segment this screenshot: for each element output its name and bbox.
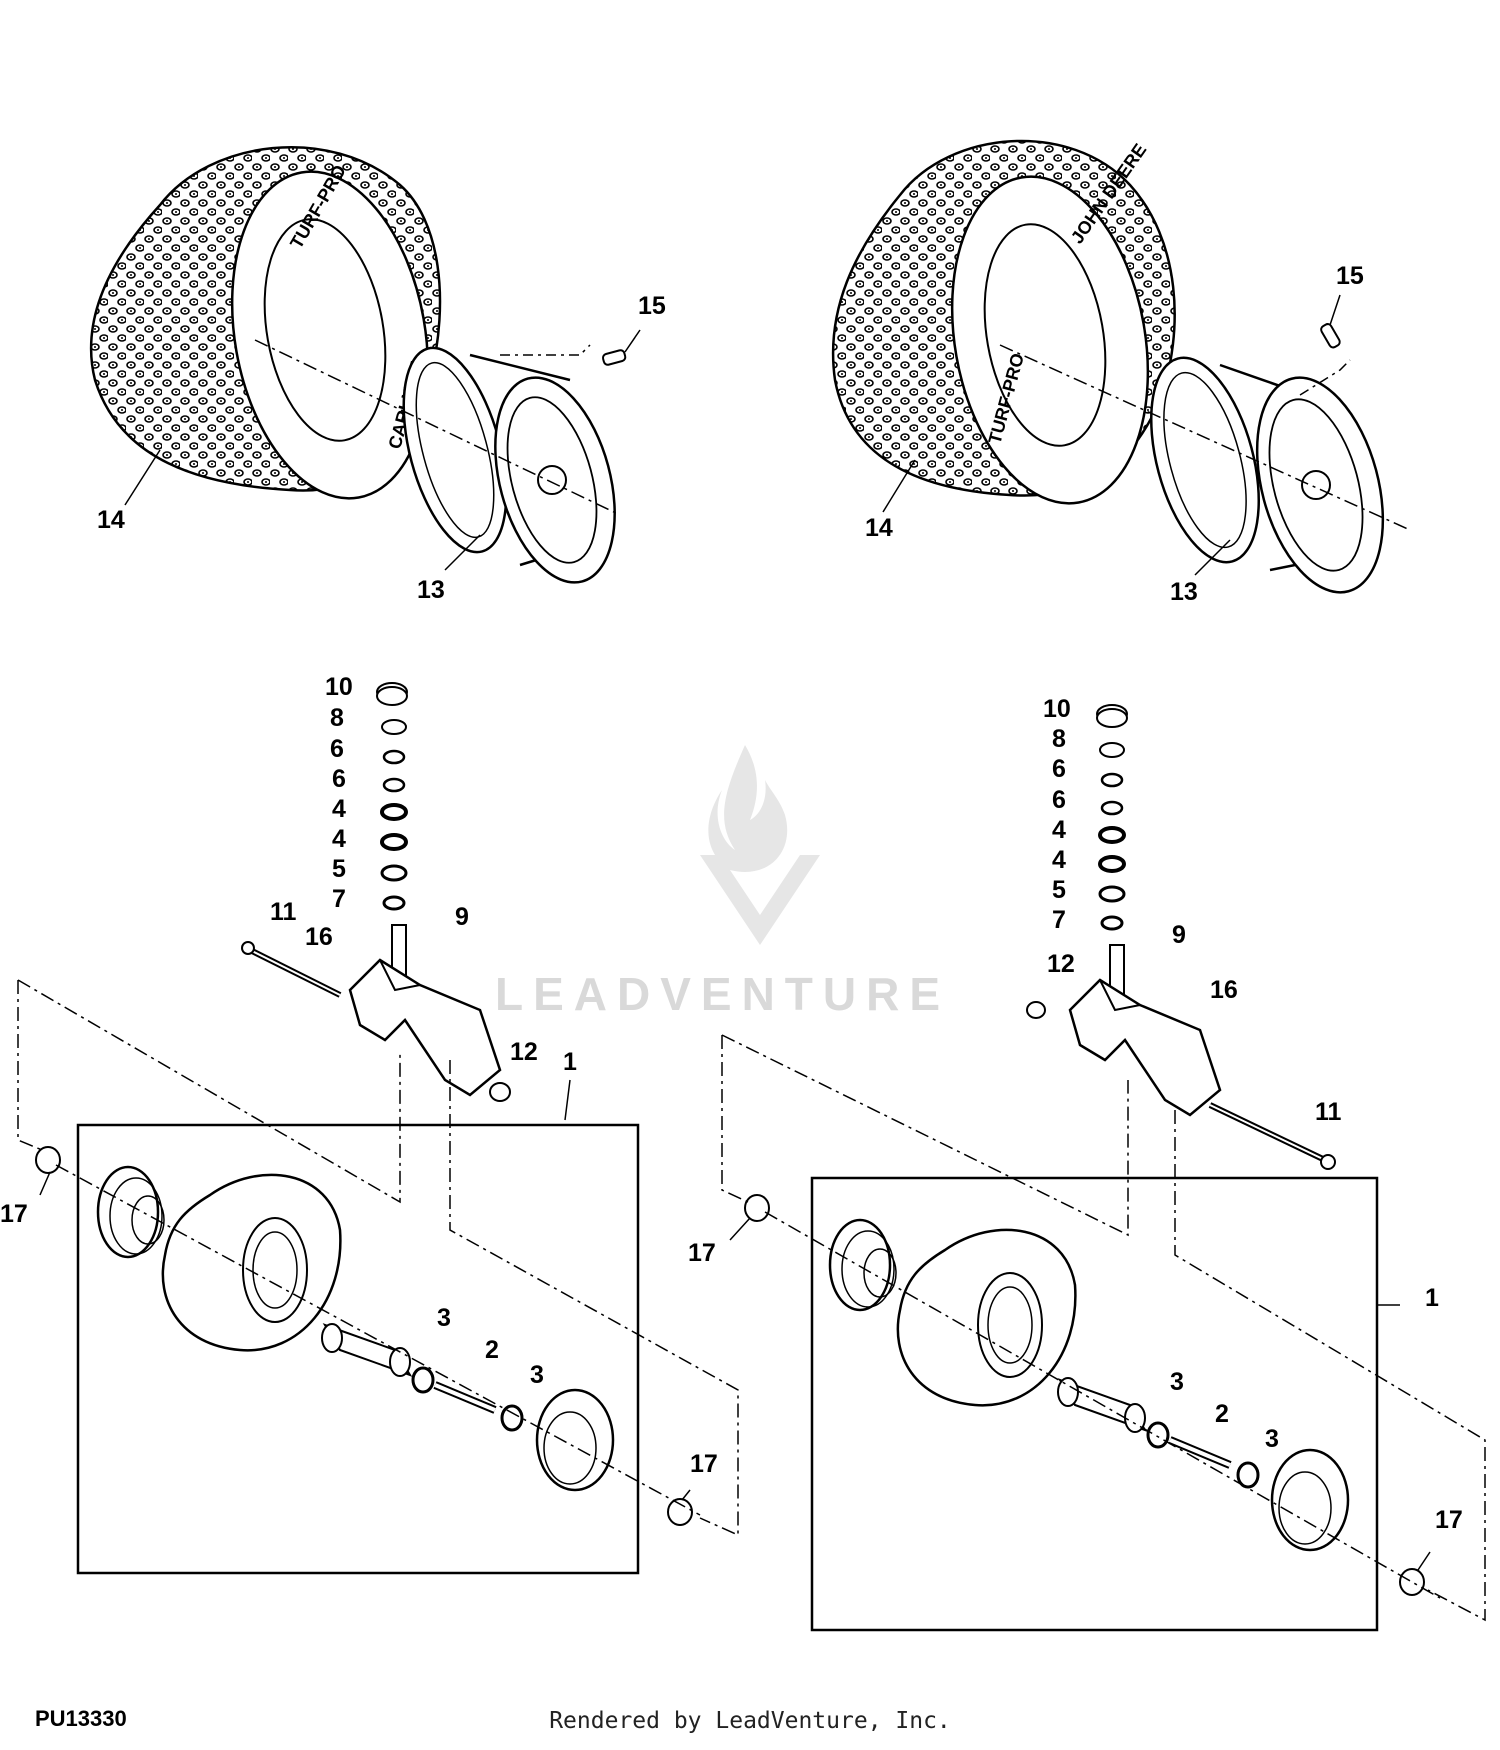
kit-box-right <box>810 1176 1379 1632</box>
valve-stem-left <box>601 349 627 366</box>
locknut-right <box>1026 1001 1046 1019</box>
watermark: LEADVENTURE <box>495 745 950 1020</box>
bolt-left <box>241 941 342 998</box>
tire-right: JOHN DEERE TURF-PRO <box>831 139 1176 505</box>
centerlines-right <box>721 1034 1486 1622</box>
watermark-text: LEADVENTURE <box>495 968 950 1020</box>
callout-12: 12 <box>510 1038 538 1066</box>
tire-left: TURF-PRO CARLISLE <box>89 145 442 500</box>
callout-12: 12 <box>1047 950 1075 978</box>
callout-9: 9 <box>1172 921 1186 949</box>
spindle-stack-left <box>376 682 408 986</box>
callout-5: 5 <box>1052 876 1066 904</box>
callout-4: 4 <box>1052 816 1066 844</box>
callout-4: 4 <box>332 795 346 823</box>
locknut-left <box>489 1082 511 1102</box>
callout-2: 2 <box>1215 1400 1229 1428</box>
callout-17: 17 <box>690 1450 718 1478</box>
valve-stem-right <box>1320 323 1341 349</box>
callout-13: 13 <box>1170 578 1198 606</box>
callout-16: 16 <box>1210 976 1238 1004</box>
bolt-right <box>1208 1102 1336 1170</box>
callout-16: 16 <box>305 923 333 951</box>
callout-4: 4 <box>332 825 346 853</box>
spacer-right-17 <box>744 1194 1425 1596</box>
callout-6: 6 <box>330 735 344 763</box>
footer-credit: Rendered by LeadVenture, Inc. <box>549 1708 951 1734</box>
centerlines-left <box>17 979 739 1537</box>
callout-14: 14 <box>97 506 125 534</box>
callout-4: 4 <box>1052 846 1066 874</box>
callout-15: 15 <box>1336 262 1364 290</box>
callout-7: 7 <box>332 885 346 913</box>
flame-logo-icon <box>708 745 788 872</box>
caster-wheel-left <box>96 1165 615 1492</box>
callout-1: 1 <box>1425 1284 1439 1312</box>
callout-7: 7 <box>1052 906 1066 934</box>
callout-14: 14 <box>865 514 893 542</box>
caster-yoke-right <box>1068 978 1222 1117</box>
callout-6: 6 <box>332 765 346 793</box>
figure-id: PU13330 <box>35 1706 127 1731</box>
rim-right <box>1150 356 1385 594</box>
callout-17: 17 <box>0 1200 28 1228</box>
callout-17: 17 <box>688 1239 716 1267</box>
callout-6: 6 <box>1052 755 1066 783</box>
callout-1: 1 <box>563 1048 577 1076</box>
callout-5: 5 <box>332 855 346 883</box>
callout-11: 11 <box>270 898 297 926</box>
caster-wheel-right <box>828 1218 1350 1552</box>
caster-yoke-left <box>348 958 502 1097</box>
callout-9: 9 <box>455 903 469 931</box>
callout-17: 17 <box>1435 1506 1463 1534</box>
callout-10: 10 <box>1043 695 1071 723</box>
spindle-stack-right <box>1096 704 1128 1006</box>
leader-lines <box>39 294 1431 1571</box>
callout-11: 11 <box>1315 1098 1342 1126</box>
callout-2: 2 <box>485 1336 499 1364</box>
callout-15: 15 <box>638 292 666 320</box>
kit-box-left <box>76 1123 640 1575</box>
callout-8: 8 <box>330 704 344 732</box>
callout-13: 13 <box>417 576 445 604</box>
callout-3: 3 <box>437 1304 451 1332</box>
rim-left <box>402 346 616 584</box>
callout-6: 6 <box>1052 786 1066 814</box>
callout-3: 3 <box>1170 1368 1184 1396</box>
callout-8: 8 <box>1052 725 1066 753</box>
spacer-left-17 <box>35 1146 693 1526</box>
callout-3: 3 <box>1265 1425 1279 1453</box>
callout-3: 3 <box>530 1361 544 1389</box>
callouts: 14 13 15 14 13 15 10 8 6 6 4 4 5 7 9 11 … <box>0 262 1463 1534</box>
callout-10: 10 <box>325 673 353 701</box>
v-logo-icon <box>700 855 820 945</box>
